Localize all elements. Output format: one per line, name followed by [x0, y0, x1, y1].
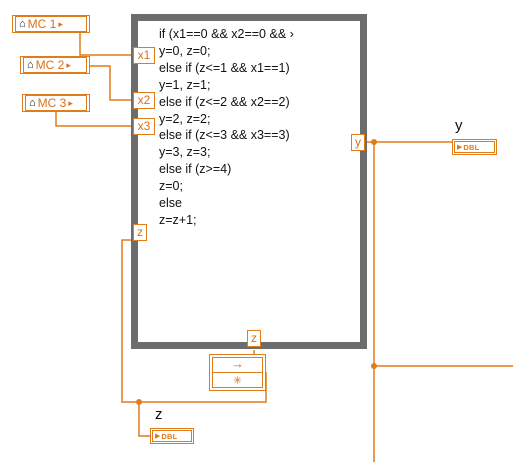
mc2-label: MC 2 — [35, 58, 65, 72]
mc2-control[interactable]: ⌂ MC 2 ▸ — [20, 56, 90, 74]
code-line: y=1, z=1; — [159, 77, 211, 92]
mc3-label: MC 3 — [37, 96, 67, 110]
output-terminal-y[interactable]: y — [351, 134, 365, 151]
formula-node[interactable] — [131, 14, 367, 349]
indicator-y-label: y — [455, 117, 463, 134]
arrow-right-icon: ▸ — [66, 59, 71, 70]
input-terminal-z[interactable]: z — [133, 224, 147, 241]
indicator-z-type: DBL — [161, 431, 178, 441]
feedback-node[interactable]: → ✳ — [209, 354, 266, 391]
home-icon: ⌂ — [27, 58, 34, 71]
arrow-right-icon: ▸ — [58, 18, 63, 29]
junction-y — [371, 139, 377, 145]
code-line: y=0, z=0; — [159, 43, 211, 58]
code-line: else if (z<=1 && x1==1) — [159, 60, 290, 75]
code-line: else if (z<=3 && x3==3) — [159, 128, 290, 143]
arrow-right-icon: → — [231, 356, 244, 371]
code-line: else if (z>=4) — [159, 162, 232, 177]
code-line: z=0; — [159, 179, 183, 194]
home-icon: ⌂ — [29, 96, 36, 109]
wire-mc2-x2 — [90, 65, 134, 101]
arrow-right-icon: ▸ — [68, 97, 73, 108]
indicator-z[interactable]: ▶ DBL — [150, 428, 194, 444]
code-line: y=2, z=2; — [159, 111, 211, 126]
input-terminal-x2[interactable]: x2 — [133, 92, 155, 109]
code-line: else if (z<=2 && x2==2) — [159, 94, 290, 109]
mc1-label: MC 1 — [27, 17, 57, 31]
wire-mc1-x1 — [79, 27, 134, 56]
code-line: else — [159, 196, 182, 211]
junction-z — [136, 399, 142, 405]
feedback-terminal-z[interactable]: z — [247, 330, 261, 347]
home-icon: ⌂ — [19, 17, 26, 30]
dbl-type-icon: ▶ — [155, 433, 161, 440]
mc1-control[interactable]: ⌂ MC 1 ▸ — [12, 15, 90, 33]
wire-z-out — [138, 402, 150, 437]
formula-code[interactable]: if (x1==0 && x2==0 && › y=0, z=0; else i… — [159, 26, 359, 229]
wire-feedback-loop — [121, 239, 267, 403]
indicator-z-label: z — [155, 406, 163, 423]
code-line: if (x1==0 && x2==0 && › — [159, 27, 294, 41]
indicator-y-type: DBL — [463, 142, 480, 152]
asterisk-icon: ✳ — [232, 375, 243, 387]
input-terminal-x1[interactable]: x1 — [133, 47, 155, 64]
input-terminal-x3[interactable]: x3 — [133, 118, 155, 135]
junction-y-lower — [371, 363, 377, 369]
mc3-control[interactable]: ⌂ MC 3 ▸ — [22, 94, 90, 112]
indicator-y[interactable]: ▶ DBL — [452, 139, 497, 155]
code-line: z=z+1; — [159, 212, 197, 227]
code-line: y=3, z=3; — [159, 145, 211, 160]
dbl-type-icon: ▶ — [457, 144, 463, 151]
